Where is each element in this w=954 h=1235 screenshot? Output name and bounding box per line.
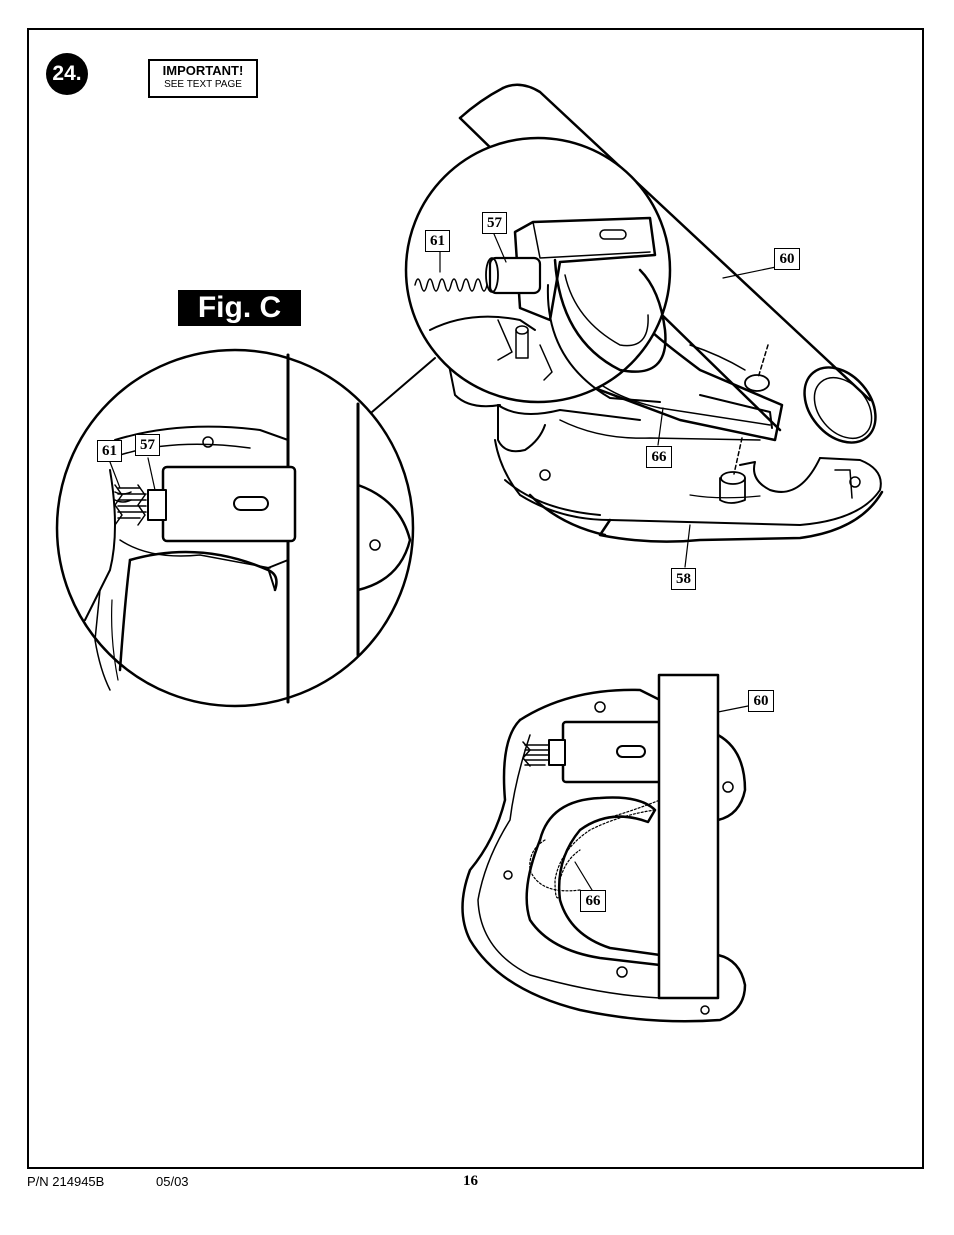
- important-subtitle: SEE TEXT PAGE: [164, 79, 242, 90]
- callout-pin-57-top: 57: [482, 212, 507, 234]
- callout-pin-57-zoom: 57: [135, 434, 160, 456]
- page-frame: [27, 28, 924, 1169]
- callout-handle-66-bottom: 66: [580, 890, 606, 912]
- figure-label: Fig. C: [178, 290, 301, 326]
- footer-date: 05/03: [156, 1174, 189, 1189]
- footer-page-number: 16: [463, 1173, 478, 1189]
- callout-tube-60-top: 60: [774, 248, 800, 270]
- callout-spring-61-top: 61: [425, 230, 450, 252]
- zoom-circle-view: [55, 348, 415, 708]
- footer-part-number: P/N 214945B: [27, 1174, 105, 1189]
- important-title: IMPORTANT!: [162, 63, 244, 78]
- callout-spring-61-zoom: 61: [97, 440, 122, 462]
- leader-lines: [109, 233, 777, 891]
- callout-base-58-top: 58: [671, 568, 696, 590]
- top-assembly-view: [371, 83, 884, 543]
- assembly-guide-line: [733, 437, 743, 475]
- important-notice: IMPORTANT! SEE TEXT PAGE: [148, 59, 258, 98]
- magnifier-circle: [404, 136, 672, 404]
- step-number-badge: 24.: [46, 53, 88, 95]
- bottom-assembly-view: [461, 673, 747, 1023]
- assembly-guide-line: [757, 344, 769, 379]
- callout-handle-66-top: 66: [646, 446, 672, 468]
- magnifier-connector: [371, 357, 436, 413]
- callout-tube-60-bottom: 60: [748, 690, 774, 712]
